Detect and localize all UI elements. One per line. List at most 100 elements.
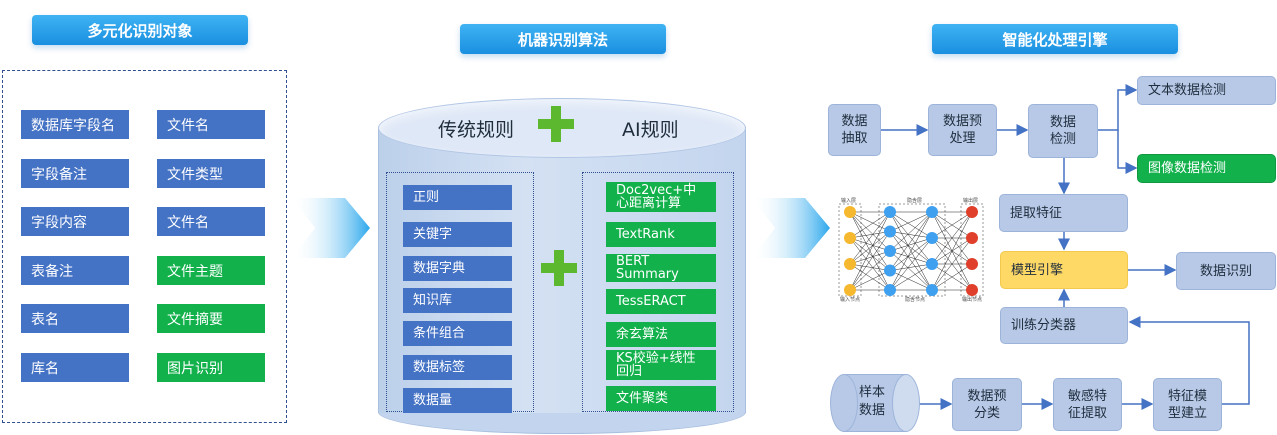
feature-extract-box: 提取特征 xyxy=(999,194,1128,232)
cylinder-right-cap xyxy=(892,374,920,432)
traditional-rule: 条件组合 xyxy=(403,321,512,346)
ai-rule-line: TessERACT xyxy=(616,294,686,309)
traditional-rule: 知识库 xyxy=(403,288,512,313)
ai-rule: 文件聚类 xyxy=(606,386,716,411)
box-line: 样本 xyxy=(858,385,885,400)
box-line: 数据 xyxy=(858,403,885,418)
object-tag: 字段内容 xyxy=(21,207,129,236)
data-detect-box: 数据 检测 xyxy=(1028,104,1098,158)
data-preprocess-box: 数据预 处理 xyxy=(928,104,997,156)
nn-edge xyxy=(889,211,933,291)
object-tag: 图片识别 xyxy=(157,353,265,382)
box-line: 处理 xyxy=(949,131,976,146)
sample-data-cylinder: 样本 数据 xyxy=(830,374,920,432)
sensitive-feature-box: 敏感特 征提取 xyxy=(1053,378,1122,431)
train-classifier-box: 训练分类器 xyxy=(1000,307,1128,344)
nn-node xyxy=(926,284,938,296)
header-recognition-algorithms: 机器识别算法 xyxy=(460,24,666,54)
nn-edge xyxy=(849,237,891,252)
nn-edge xyxy=(849,211,891,232)
traditional-rule: 数据量 xyxy=(403,388,512,413)
box-line: 型建立 xyxy=(1167,405,1207,421)
nn-label: 输出节点 xyxy=(962,297,983,303)
nn-edge xyxy=(849,263,891,291)
nn-edge xyxy=(931,211,973,265)
nn-edge xyxy=(931,263,973,291)
flow-arrow-2 xyxy=(752,198,830,258)
box-line: 分类 xyxy=(973,405,1000,421)
ai-rule-line: 心距离计算 xyxy=(616,196,682,211)
neural-network-svg xyxy=(838,203,984,297)
nn-label: 输入层 xyxy=(841,198,857,204)
nn-edge xyxy=(849,270,891,291)
plus-icon xyxy=(551,106,561,142)
nn-edge xyxy=(849,263,891,271)
box-line: 敏感特 xyxy=(1067,388,1107,404)
nn-label: 隐含层 xyxy=(907,198,923,204)
nn-node xyxy=(844,206,856,218)
object-tag: 表名 xyxy=(21,304,129,333)
box-line: 特征模 xyxy=(1167,388,1207,404)
nn-node xyxy=(884,225,896,238)
feature-model-box: 特征模 型建立 xyxy=(1153,378,1222,431)
ai-rule: TessERACT xyxy=(606,289,716,314)
neural-network-figure: 输入层 隐含层 输出层 输入节点 隐含节点 输出节点 xyxy=(835,196,991,304)
nn-node xyxy=(966,206,978,218)
nn-edge xyxy=(889,211,933,239)
cylinder-left-cap xyxy=(830,374,858,432)
ai-rule: KS校验+线性 回归 xyxy=(606,350,716,380)
ai-rule: BERT Summary xyxy=(606,254,716,282)
data-extract-box: 数据 抽取 xyxy=(828,104,881,156)
nn-node xyxy=(926,258,938,270)
nn-node xyxy=(844,258,856,270)
nn-edge xyxy=(889,237,933,271)
nn-node xyxy=(884,284,896,296)
box-line: 检测 xyxy=(1049,132,1076,147)
nn-node xyxy=(844,284,856,296)
nn-edge xyxy=(889,237,933,252)
nn-edge xyxy=(849,250,891,291)
nn-node xyxy=(884,245,896,257)
object-tag: 表备注 xyxy=(21,256,129,285)
data-recognition-box: 数据识别 xyxy=(1176,252,1276,290)
traditional-rule: 正则 xyxy=(403,185,512,210)
nn-edge xyxy=(889,263,933,271)
flow-arrow-1 xyxy=(292,198,370,258)
ai-rule-line: 余玄算法 xyxy=(616,327,669,342)
ai-rule: TextRank xyxy=(606,222,716,247)
object-tag: 数据库字段名 xyxy=(21,110,129,139)
ai-rule: 余玄算法 xyxy=(606,322,716,347)
nn-node xyxy=(844,232,856,244)
nn-edge xyxy=(849,211,891,252)
object-tag: 文件名 xyxy=(157,110,265,139)
object-tag: 字段备注 xyxy=(21,159,129,188)
sample-data-label: 样本 数据 xyxy=(844,384,900,420)
object-tag: 文件名 xyxy=(157,207,265,236)
box-line: 抽取 xyxy=(841,131,868,146)
ai-rule-line: BERT xyxy=(616,254,650,269)
nn-node xyxy=(966,232,978,244)
object-tag: 文件主题 xyxy=(157,256,265,285)
data-preclassify-box: 数据预 分类 xyxy=(952,378,1022,431)
ai-rule-line: 回归 xyxy=(616,364,643,379)
nn-edge xyxy=(889,211,933,271)
nn-edge xyxy=(849,231,891,265)
nn-edge xyxy=(931,211,973,291)
nn-label: 输入节点 xyxy=(840,297,861,303)
nn-edge xyxy=(889,250,933,265)
box-line: 数据预 xyxy=(967,388,1007,404)
text-data-detect-box: 文本数据检测 xyxy=(1137,76,1276,105)
ai-rule-line: Doc2vec+中 xyxy=(616,183,697,198)
nn-label: 输出层 xyxy=(963,198,979,204)
image-data-detect-box: 图像数据检测 xyxy=(1137,154,1276,183)
nn-edge xyxy=(849,231,891,291)
nn-layer-frame xyxy=(878,203,946,297)
nn-label: 隐含节点 xyxy=(905,297,926,303)
plus-icon xyxy=(554,250,564,286)
ai-rule-line: 文件聚类 xyxy=(616,391,669,406)
nn-edge xyxy=(889,263,933,291)
traditional-rule: 数据标签 xyxy=(403,355,512,380)
nn-edge xyxy=(931,237,973,291)
ai-rule-line: TextRank xyxy=(616,227,675,242)
ai-rule: Doc2vec+中 心距离计算 xyxy=(606,182,716,212)
